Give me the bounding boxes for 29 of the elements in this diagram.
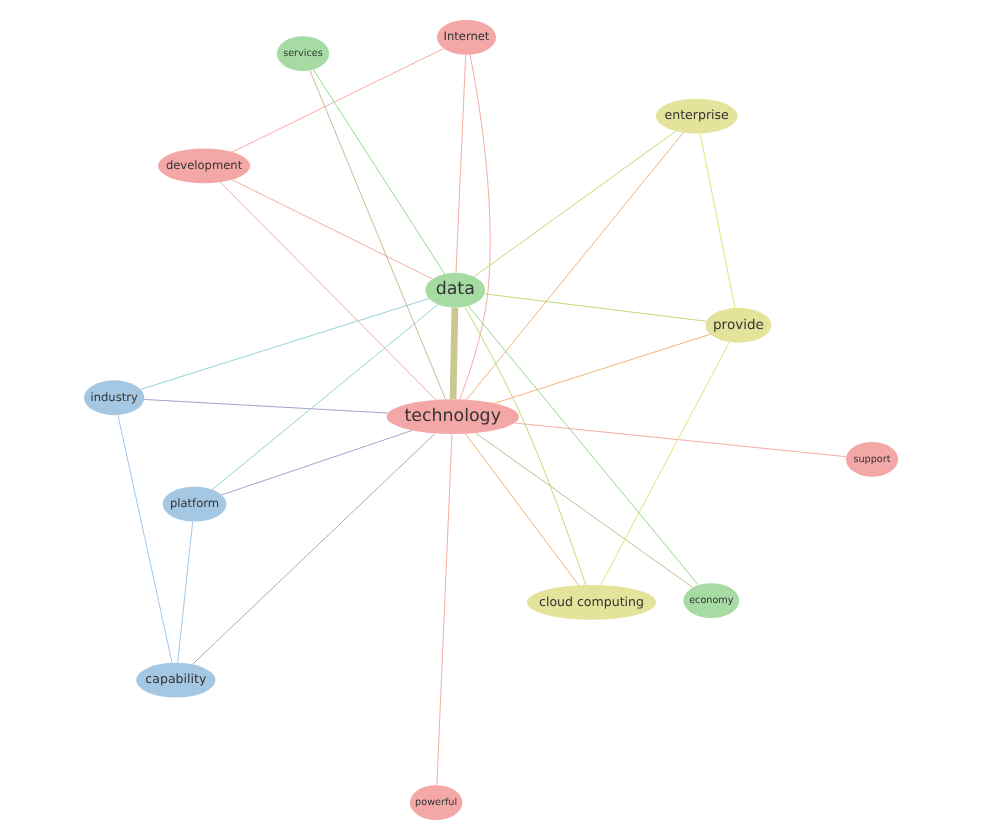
connector bbox=[192, 433, 436, 665]
connector bbox=[459, 54, 491, 400]
connector bbox=[600, 341, 730, 586]
connector bbox=[117, 414, 173, 663]
connector bbox=[484, 293, 707, 322]
connector bbox=[219, 181, 437, 401]
connector bbox=[309, 70, 446, 400]
connector bbox=[140, 298, 430, 390]
connector bbox=[699, 133, 736, 309]
connector bbox=[143, 398, 389, 414]
connector bbox=[455, 54, 467, 274]
connector bbox=[449, 307, 459, 400]
connector bbox=[514, 422, 847, 458]
connector bbox=[465, 433, 580, 586]
connector bbox=[232, 48, 445, 153]
connector bbox=[312, 69, 446, 275]
connector bbox=[464, 306, 587, 586]
connector bbox=[177, 521, 194, 664]
connector bbox=[221, 430, 413, 496]
connector bbox=[494, 333, 711, 404]
connector bbox=[467, 305, 699, 586]
node-ellipse: technology bbox=[386, 399, 519, 435]
connector bbox=[231, 179, 433, 280]
connector bbox=[473, 130, 677, 277]
connector bbox=[475, 432, 694, 588]
connector bbox=[466, 132, 684, 400]
connector bbox=[436, 433, 453, 786]
node-ellipse: data bbox=[425, 272, 486, 308]
connector bbox=[211, 304, 439, 490]
